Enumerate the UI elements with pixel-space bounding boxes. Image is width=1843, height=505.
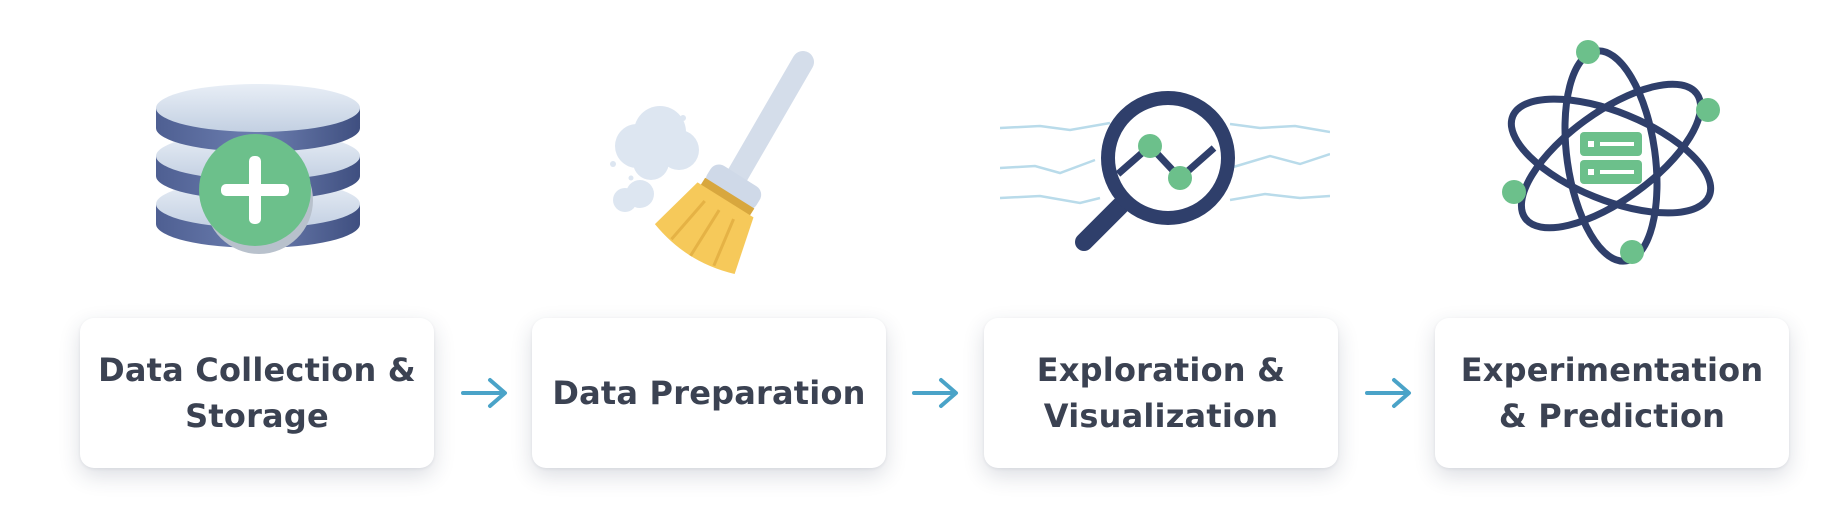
step-box-data-preparation: Data Preparation (532, 318, 886, 468)
arrow-right-icon (1364, 376, 1414, 410)
step-box-data-collection: Data Collection & Storage (80, 318, 434, 468)
step-label: Exploration & Visualization (1036, 351, 1286, 435)
arrow-right-icon (460, 376, 510, 410)
database-plus-icon (133, 28, 383, 278)
step-label: Data Preparation (552, 374, 866, 412)
arrow-right-icon (911, 376, 961, 410)
step-box-experimentation: Experimentation & Prediction (1435, 318, 1789, 468)
broom-icon (585, 28, 835, 278)
step-label: Experimentation & Prediction (1460, 351, 1764, 435)
step-box-exploration: Exploration & Visualization (984, 318, 1338, 468)
magnifier-chart-icon (1000, 28, 1330, 278)
step-label: Data Collection & Storage (98, 351, 416, 435)
atom-server-icon (1486, 28, 1736, 278)
